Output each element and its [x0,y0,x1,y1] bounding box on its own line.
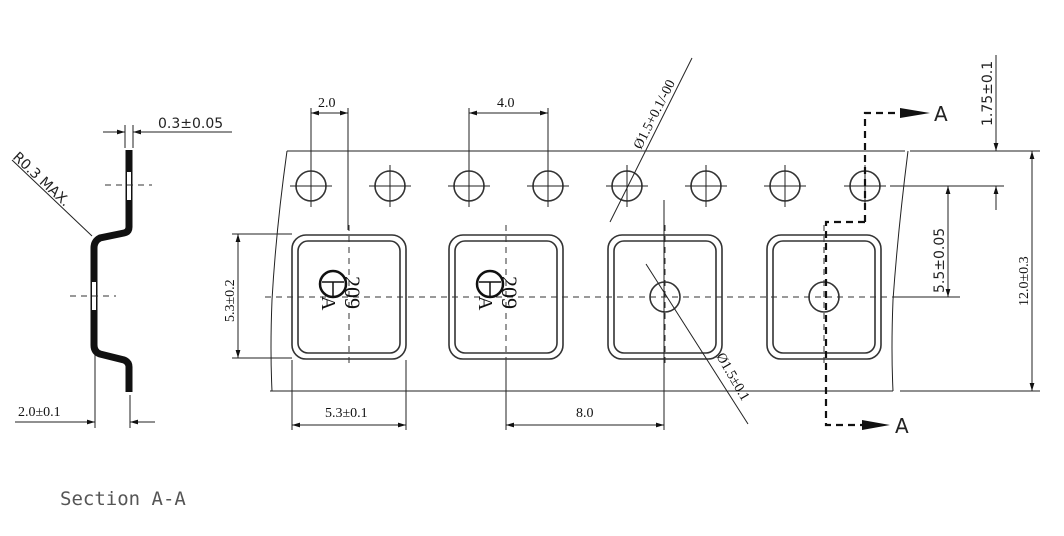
svg-text:209: 209 [340,276,365,309]
sprocket-hole [369,165,411,207]
sprocket-hole [606,165,648,207]
pocket [766,225,882,365]
svg-text:A: A [317,296,339,311]
sprocket-hole [685,165,727,207]
sprocket-hole [764,165,806,207]
svg-text:A: A [474,296,496,311]
component-marking-1: 209 A [317,269,365,311]
pocket [448,225,564,365]
pocket [607,225,723,365]
thickness-label: 0.3±0.05 [158,116,223,132]
depth-label: 2.0±0.1 [18,405,61,420]
pocket-width-label: 5.3±0.1 [325,406,368,421]
holes-to-center-label: 5.5±0.05 [932,228,948,293]
section-marker-top: A [934,102,948,126]
pockets [291,225,882,365]
hole-diameter-label: Ø1.5+0.1/-00 [631,78,679,152]
tape-width-label: 12.0±0.3 [1017,256,1032,306]
section-title: Section A-A [60,488,186,510]
pocket-pitch-label: 8.0 [576,406,594,421]
hole-offset-label: 2.0 [318,96,336,111]
svg-text:209: 209 [497,276,522,309]
section-profile: 0.3±0.05 R0.3 MAX. 2.0±0.1 [9,116,232,428]
pocket [291,225,407,365]
edge-to-holes-label: 1.75±0.1 [980,61,996,126]
sprocket-holes [290,165,886,207]
section-line: A A [824,102,948,438]
hole-pitch-label: 4.0 [497,96,515,111]
component-marking-2: 209 A [474,269,522,311]
section-marker-bottom: A [895,414,909,438]
carrier-tape [265,150,1040,392]
pocket-height-label: 5.3±0.2 [223,279,238,322]
radius-label: R0.3 MAX. [9,149,73,210]
